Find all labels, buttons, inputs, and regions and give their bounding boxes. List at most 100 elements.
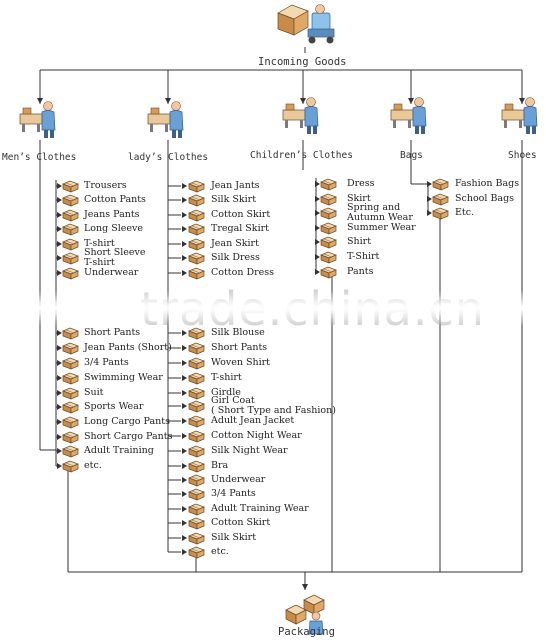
item-arrow-head <box>182 183 187 189</box>
item-arrow-head <box>315 225 320 231</box>
item-arrow-head <box>427 210 432 216</box>
category-item: T-Shirt <box>347 251 380 262</box>
category-item: Girdle <box>211 387 241 398</box>
item-arrow-head <box>182 418 187 424</box>
category-item: Silk Skirt <box>211 194 257 205</box>
category-item: Short Pants <box>84 327 141 338</box>
box-icon <box>188 209 205 222</box>
category-item: Sports Wear <box>84 401 144 412</box>
arrow-childrens <box>300 98 306 104</box>
item-arrow-head <box>182 255 187 261</box>
box-icon <box>188 180 205 193</box>
category-item: 3/4 Pants <box>84 357 129 368</box>
worker-desk-icon <box>501 97 538 134</box>
worker-desk-icon <box>147 101 184 138</box>
arrow-packaging <box>302 584 308 590</box>
item-arrow-head <box>57 255 62 261</box>
category-item: etc. <box>84 460 102 471</box>
category-item: Bra <box>211 460 229 471</box>
box-icon <box>188 503 205 516</box>
item-arrow-head <box>182 270 187 276</box>
category-item: Etc. <box>455 207 475 218</box>
box-icon <box>188 430 205 443</box>
category-item: T-shirt <box>211 372 242 383</box>
category-item: Fashion Bags <box>455 178 520 189</box>
item-arrow-head <box>182 330 187 336</box>
category-item: Shirt <box>347 236 372 247</box>
category-item: Long Cargo Pants <box>84 416 170 427</box>
box-icon <box>188 460 205 473</box>
item-arrow-head <box>182 241 187 247</box>
item-arrow-head <box>182 345 187 351</box>
item-arrow-head <box>182 535 187 541</box>
box-icon <box>62 460 79 473</box>
worker-desk-icon <box>390 97 427 134</box>
category-item: Jean Skirt <box>211 238 259 249</box>
item-arrow-head <box>182 448 187 454</box>
category-item: Cotton Skirt <box>211 209 271 220</box>
item-arrow-head <box>57 197 62 203</box>
item-arrow-head <box>57 390 62 396</box>
box-icon <box>188 372 205 385</box>
item-arrow-head <box>182 477 187 483</box>
box-icon <box>188 445 205 458</box>
category-item: Woven Shirt <box>211 357 270 368</box>
item-arrow-head <box>315 239 320 245</box>
category-item: Silk Night Wear <box>211 445 288 456</box>
incoming-goods-label: Incoming Goods <box>258 56 347 68</box>
category-item: Swimming Wear <box>84 372 163 383</box>
category-item: Cotton Pants <box>84 194 146 205</box>
arrow-ladys <box>165 98 171 104</box>
category-item: Cotton Skirt <box>211 517 271 528</box>
box-icon <box>62 387 79 400</box>
item-arrow-head <box>182 491 187 497</box>
category-item: Skirt <box>347 193 371 204</box>
category-item: Summer Wear <box>347 222 416 233</box>
box-icon <box>62 194 79 207</box>
box-icon <box>320 236 337 249</box>
item-arrow-head <box>182 433 187 439</box>
fade-band <box>0 290 546 326</box>
category-item: Long Sleeve <box>84 223 144 234</box>
box-icon <box>320 266 337 279</box>
category-item: Jean Jants <box>211 180 260 191</box>
item-arrow-head <box>315 254 320 260</box>
category-item: Silk Dress <box>211 252 260 263</box>
item-arrow-head <box>182 197 187 203</box>
category-mens-clothes: Men’s Clothes <box>2 152 77 163</box>
item-arrow-head <box>57 375 62 381</box>
item-arrow-head <box>57 345 62 351</box>
category-item: Jean Pants (Short) <box>84 342 172 353</box>
item-arrow-head <box>57 404 62 410</box>
category-item: Suit <box>84 387 104 398</box>
packaging-label: Packaging <box>278 626 335 638</box>
box-icon <box>188 223 205 236</box>
box-icon <box>188 400 205 413</box>
box-icon <box>188 488 205 501</box>
category-item: School Bags <box>455 193 515 204</box>
item-arrow-head <box>315 269 320 275</box>
category-item: Adult Training Wear <box>211 503 309 514</box>
box-icon <box>320 178 337 191</box>
arrow-shoes <box>519 98 525 104</box>
box-icon <box>188 546 205 559</box>
box-icon <box>62 342 79 355</box>
item-arrow-head <box>182 226 187 232</box>
item-arrow-head <box>182 390 187 396</box>
item-arrow-head <box>57 360 62 366</box>
category-item: Adult Training <box>84 445 154 456</box>
arrow-bags <box>408 98 414 104</box>
box-icon <box>62 372 79 385</box>
item-arrow-head <box>427 196 432 202</box>
box-icon <box>188 252 205 265</box>
item-arrow-head <box>182 212 187 218</box>
box-icon <box>62 267 79 280</box>
box-icon <box>188 342 205 355</box>
item-arrow-head <box>57 212 62 218</box>
box-icon <box>62 416 79 429</box>
item-arrow-head <box>57 448 62 454</box>
box-icon <box>62 445 79 458</box>
box-icon <box>432 193 449 206</box>
